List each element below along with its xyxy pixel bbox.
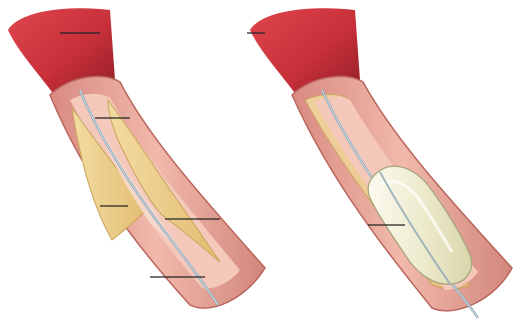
panel-narrowed-artery <box>8 8 265 308</box>
panel-balloon-inflated <box>247 8 512 318</box>
